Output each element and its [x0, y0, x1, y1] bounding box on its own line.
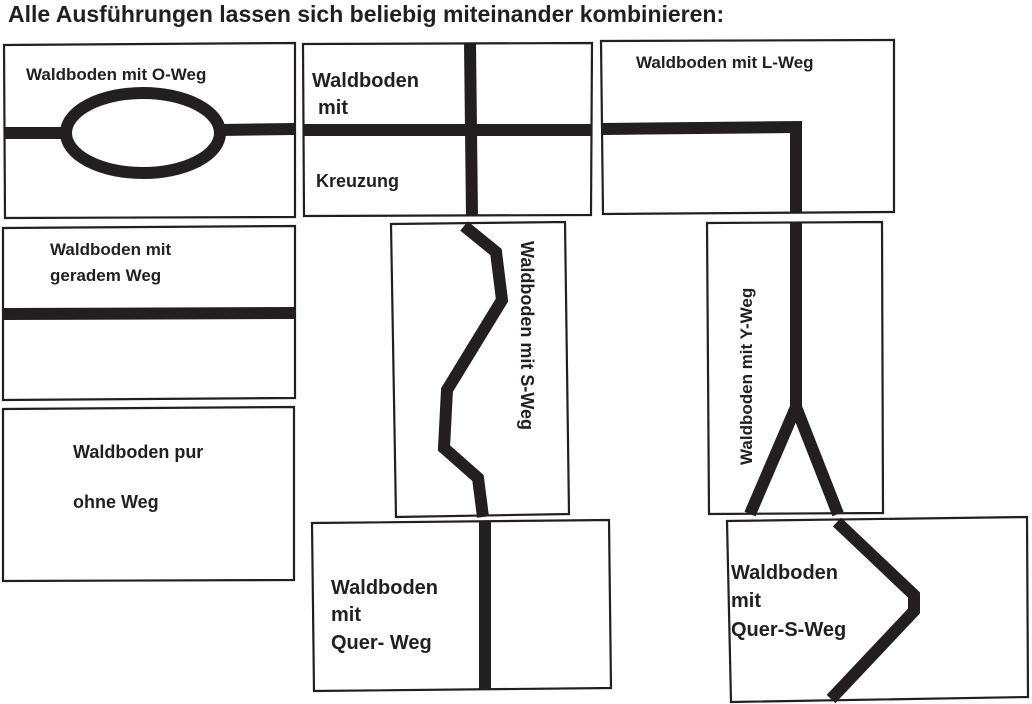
tile-l-weg: Waldboden mit L-Weg — [599, 38, 896, 216]
tile-kreuzung: Waldboden mit Kreuzung — [301, 41, 594, 218]
tile-quer-weg-label-3: Quer- Weg — [331, 632, 432, 654]
tile-pur-label-1: Waldboden pur — [73, 442, 203, 462]
tile-gerader-weg-label-2: geradem Weg — [50, 266, 161, 285]
tile-quer-s-weg-label-1: Waldboden — [731, 562, 838, 584]
tile-quer-weg: Waldboden mit Quer- Weg — [310, 518, 613, 693]
tile-y-weg: Waldboden mit Y-Weg — [705, 220, 885, 517]
tile-o-weg-frame — [2, 41, 297, 220]
tile-y-weg-label: Waldboden mit Y-Weg — [737, 288, 756, 465]
kreuzung-path-vertical — [464, 42, 478, 217]
o-weg-path-right — [219, 123, 296, 136]
tile-o-weg: Waldboden mit O-Weg — [2, 41, 297, 220]
tile-quer-weg-label-1: Waldboden — [331, 577, 438, 599]
y-weg-path-fork — [744, 391, 844, 517]
tile-gerader-weg-label-1: Waldboden mit — [50, 240, 172, 259]
s-weg-path — [437, 221, 509, 518]
tile-s-weg: Waldboden mit S-Weg — [389, 220, 571, 519]
tile-gerader-weg: Waldboden mit geradem Weg — [1, 224, 297, 402]
o-weg-ring — [60, 87, 226, 179]
tile-pur: Waldboden pur ohne Weg — [1, 405, 296, 583]
tile-s-weg-label: Waldboden mit S-Weg — [517, 241, 537, 430]
tile-quer-weg-label-2: mit — [331, 604, 361, 626]
tile-quer-weg-frame — [310, 518, 613, 693]
tile-l-weg-label: Waldboden mit L-Weg — [636, 53, 814, 72]
tile-s-weg-frame — [389, 220, 571, 519]
gerader-weg-path — [2, 307, 296, 320]
tile-o-weg-label: Waldboden mit O-Weg — [26, 65, 206, 84]
quer-s-weg-path — [826, 517, 920, 704]
tile-quer-s-weg: Waldboden mit Quer-S-Weg — [725, 515, 1030, 704]
tile-quer-s-weg-label-3: Quer-S-Weg — [731, 619, 846, 641]
page-heading: Alle Ausführungen lassen sich beliebig m… — [8, 1, 724, 27]
tile-quer-s-weg-frame — [725, 515, 1030, 704]
tile-kreuzung-label-2: mit — [318, 97, 348, 119]
tile-kreuzung-label-1: Waldboden — [312, 70, 419, 92]
tile-pur-frame — [1, 405, 296, 583]
l-weg-path — [602, 120, 802, 213]
tile-quer-s-weg-label-2: mit — [731, 590, 761, 612]
tile-kreuzung-label-3: Kreuzung — [316, 171, 399, 191]
tile-pur-label-2: ohne Weg — [73, 492, 159, 512]
